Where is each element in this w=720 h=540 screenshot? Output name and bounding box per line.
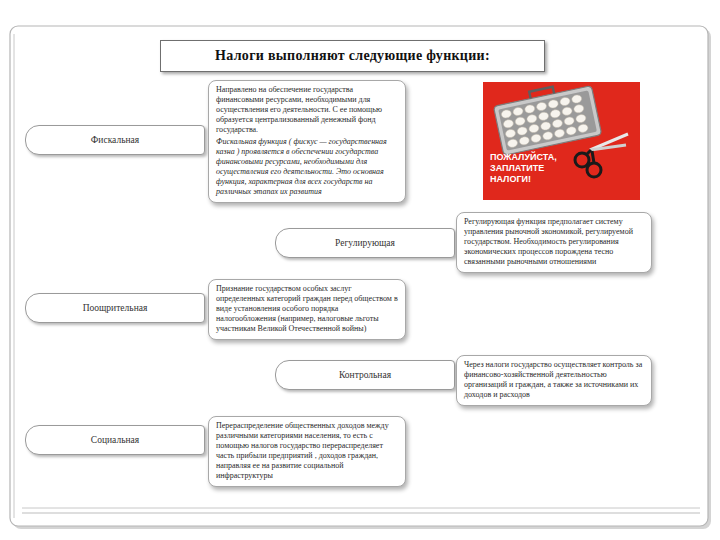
briefcase-handle — [529, 87, 554, 99]
slide-edge-line — [14, 34, 15, 518]
description-text: Направлено на обеспечение государства фи… — [216, 85, 398, 135]
briefcase — [492, 79, 602, 156]
description-box: Признание государством особых заслуг опр… — [208, 279, 406, 340]
function-box: Контрольная — [275, 360, 455, 390]
description-text: Перераспределение общественных доходов м… — [216, 421, 398, 481]
function-box: Фискальная — [25, 125, 205, 155]
scissors-ring — [587, 163, 601, 177]
function-name: Регулирующая — [335, 238, 395, 248]
scissors — [575, 134, 628, 177]
slide-bottom-line — [22, 512, 700, 514]
slide-bottom-line — [22, 508, 700, 509]
description-text: Признание государством особых заслуг опр… — [216, 284, 398, 334]
description-box: Направлено на обеспечение государства фи… — [208, 80, 406, 203]
scissors-blade — [590, 134, 628, 150]
function-box: Регулирующая — [275, 228, 455, 258]
briefcase-body — [493, 86, 601, 156]
scissors-blade — [590, 145, 626, 150]
poster-ground — [483, 82, 640, 200]
description-text: Через налоги государство осуществляет ко… — [464, 360, 644, 400]
function-name: Фискальная — [91, 135, 139, 145]
function-box: Социальная — [25, 425, 205, 455]
poster-slogan: ПОЖАЛУЙСТА, ЗАПЛАТИТЕ НАЛОГИ! — [490, 152, 568, 185]
description-box: Через налоги государство осуществляет ко… — [456, 355, 652, 406]
scissors-shank — [592, 151, 594, 163]
scissors-shank — [586, 150, 591, 155]
function-name: Социальная — [91, 435, 139, 445]
description-text: Регулирующая функция предполагает систем… — [464, 217, 644, 267]
function-name: Контрольная — [339, 370, 391, 380]
eggs — [501, 94, 589, 148]
description-text: Фискальная функция ( фискус — государств… — [216, 137, 398, 197]
description-box: Регулирующая функция предполагает систем… — [456, 212, 652, 273]
description-box: Перераспределение общественных доходов м… — [208, 416, 406, 487]
briefcase-inner — [498, 90, 597, 150]
function-box: Поощрительная — [25, 293, 205, 323]
slide-border — [10, 26, 708, 526]
function-name: Поощрительная — [83, 303, 148, 313]
title-box: Налоги выполняют следующие функции: — [160, 40, 545, 72]
title-text: Налоги выполняют следующие функции: — [215, 48, 490, 64]
